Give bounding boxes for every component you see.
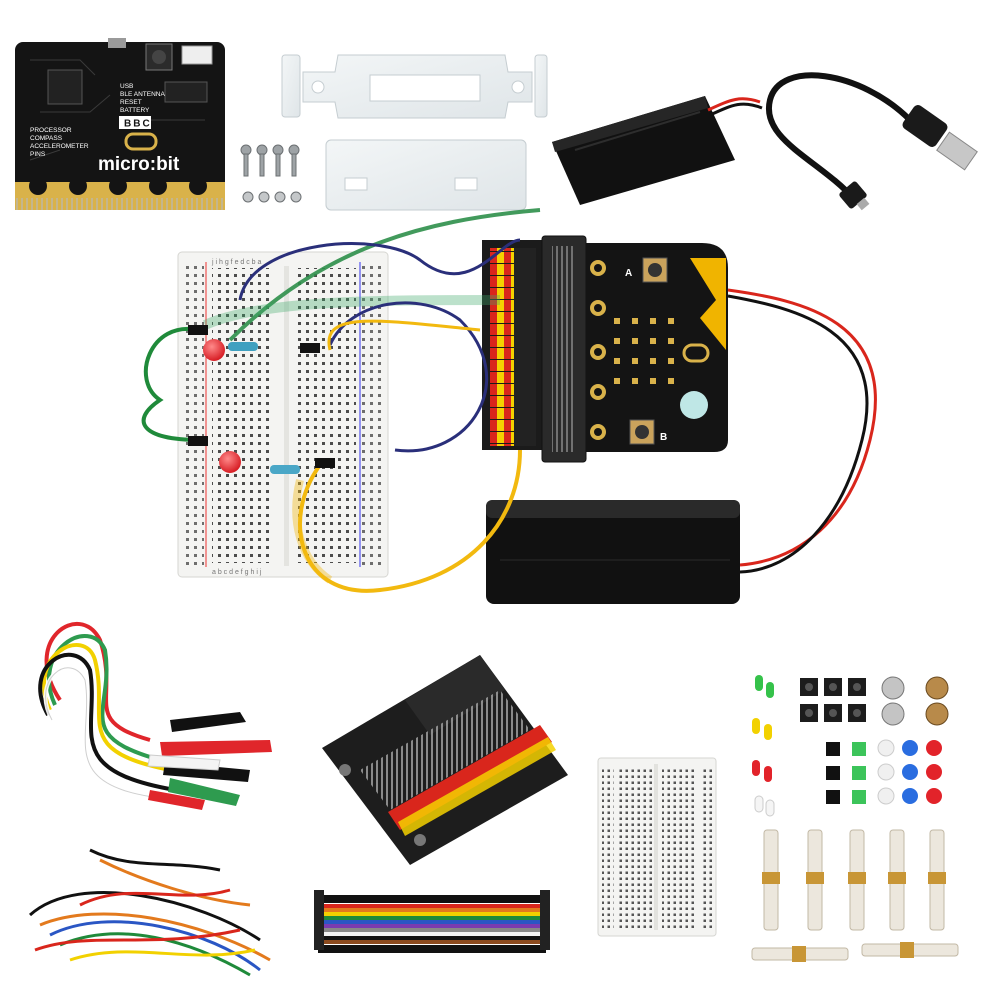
label-pins: PINS [30,151,46,158]
breadboard-circuit [141,208,541,593]
resistor-bundles [751,829,959,962]
breadboard-row-letters-top: j i h g f e d c b a [211,259,262,266]
microbit-name: micro:bit [98,154,180,175]
ribbon-cable [314,890,550,953]
label-reset: RESET [120,99,142,106]
expansion-board: A B [482,235,728,463]
jumper-head [315,458,335,468]
battery-box-large [486,500,740,604]
microbit-board: USB BLE ANTENNA RESET BATTERY BBC PROCES… [15,38,225,210]
breadboard-row-letters-bottom: a b c d e f g h i j [212,569,262,576]
alligator-clips [38,621,181,802]
button-caps [826,739,942,805]
battery-box-small [552,96,763,205]
red-power-wire [727,288,877,567]
bbc-logo: BBC [124,119,152,130]
red-led-2 [219,451,241,473]
jumper-wires-bundle [28,848,271,977]
label-usb: USB [120,83,133,90]
label-battery: BATTERY [120,107,150,114]
jumper-head [300,343,320,353]
label-compass: COMPASS [30,135,63,142]
label-accelerometer: ACCELEROMETER [30,143,89,150]
acrylic-case [281,54,548,211]
black-power-wire [727,294,869,574]
breadboard-small [597,757,717,937]
alligator-clip-heads [147,712,272,810]
label-ble-antenna: BLE ANTENNA [120,91,165,98]
resistor-2 [270,465,300,474]
edge-connector-board [322,655,568,865]
jumper-head [188,325,208,335]
jumper-head [188,436,208,446]
resistor-1 [228,342,258,351]
usb-cable [765,72,978,211]
leds [752,675,775,817]
components-assortment [751,675,959,962]
red-led-1 [203,339,225,361]
bbc-logo-plate [119,116,151,129]
button-b-label: B [660,432,667,443]
potentiometers [881,676,949,726]
screws-and-nuts [240,144,302,203]
label-processor: PROCESSOR [30,127,72,134]
button-a-label: A [625,268,632,279]
